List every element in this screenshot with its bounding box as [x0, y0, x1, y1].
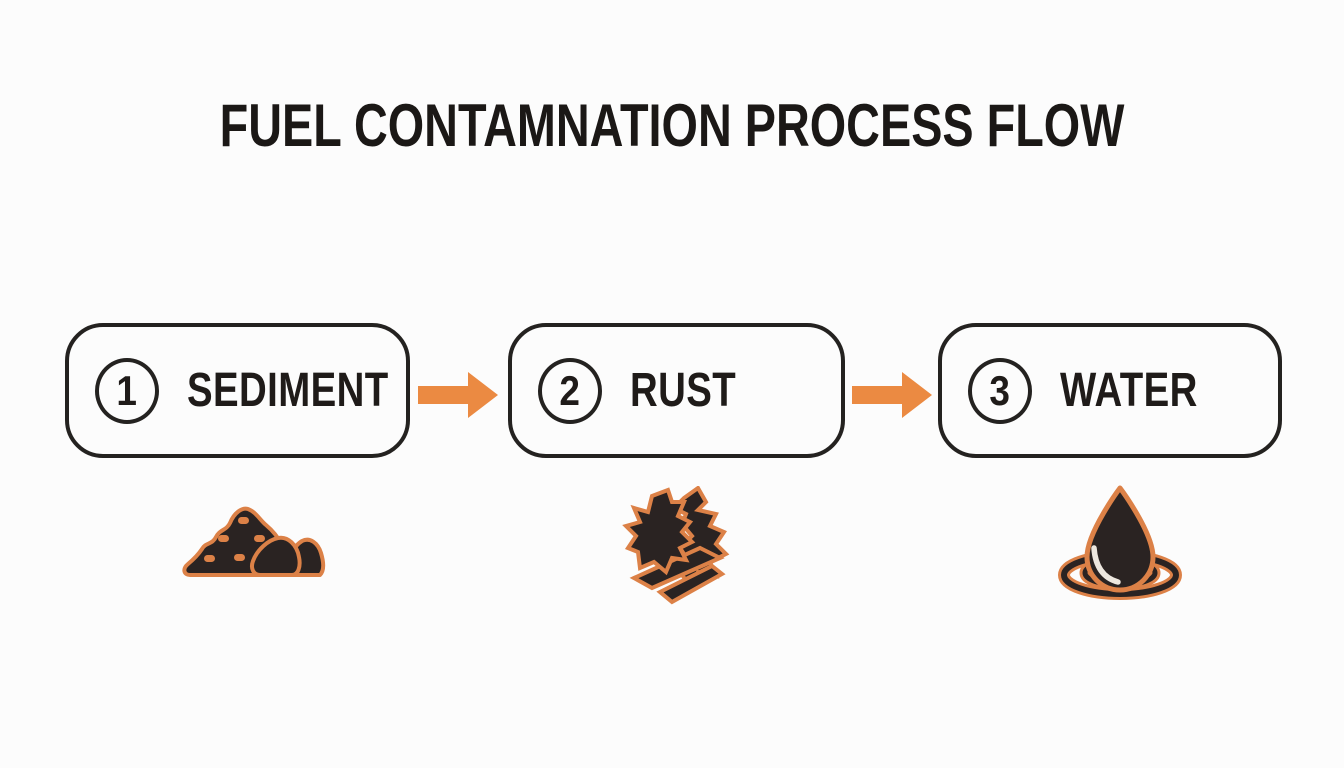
step-number: 1 — [116, 366, 138, 414]
page-title: FUEL CONTAMNATION PROCESS FLOW — [219, 92, 1125, 159]
step-number-badge: 1 — [95, 357, 159, 424]
step-number-badge: 3 — [968, 357, 1032, 424]
step-label: WATER — [1060, 364, 1198, 417]
step-number: 2 — [559, 366, 581, 414]
step-box-rust: 2 RUST — [508, 323, 845, 458]
water-drop-ripple-icon — [1058, 485, 1182, 600]
step-number: 3 — [989, 366, 1011, 414]
step-box-sediment: 1 SEDIMENT — [65, 323, 410, 458]
step-number-badge: 2 — [538, 357, 602, 424]
sediment-pile-icon — [182, 506, 326, 577]
step-label: SEDIMENT — [187, 364, 389, 417]
step-box-water: 3 WATER — [938, 323, 1282, 458]
rust-flakes-icon — [622, 486, 730, 605]
arrow-right-icon — [418, 372, 498, 418]
arrow-right-icon — [852, 372, 932, 418]
step-label: RUST — [630, 364, 737, 417]
